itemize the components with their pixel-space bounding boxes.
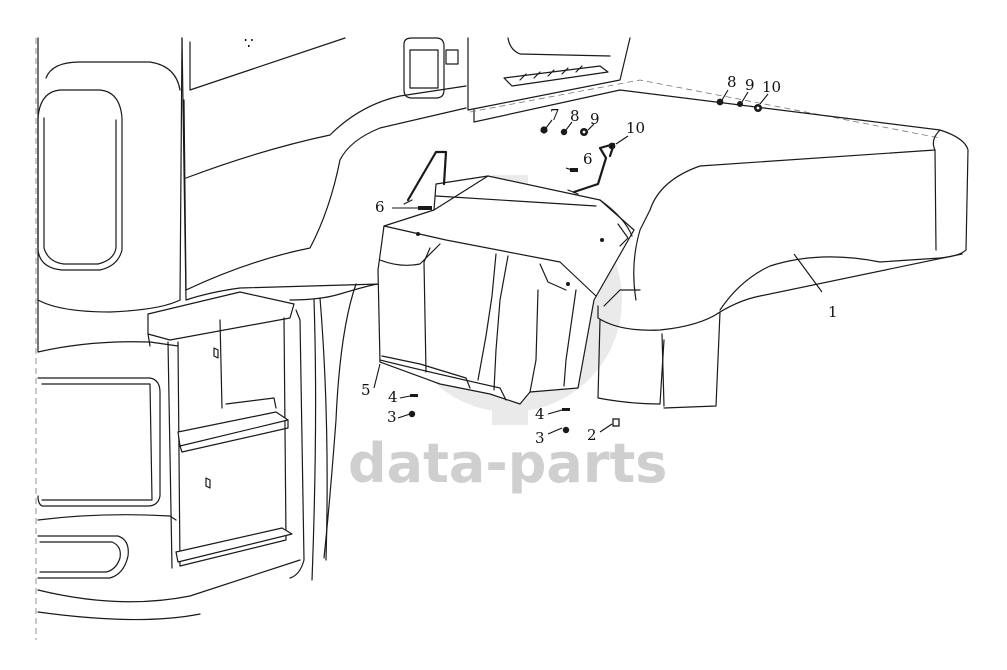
callout-3-left: 3 [387,408,397,426]
callout-labels: 1 2 3 3 4 4 5 6 6 7 8 9 10 8 9 10 [361,73,838,447]
callout-7: 7 [550,106,560,124]
callout-6-left: 6 [375,198,385,216]
callout-1: 1 [828,303,838,321]
callout-2: 2 [587,426,597,444]
callout-9-mid: 9 [590,110,600,128]
callout-10-mid: 10 [626,119,645,137]
fastener-set [408,98,762,434]
cab-front-structure: ∵ [35,34,631,640]
mounting-bracket-left [403,150,448,205]
callout-6-right: 6 [583,150,593,168]
callout-4-right: 4 [535,405,545,423]
svg-text:∵: ∵ [244,34,254,52]
watermark-text: data-parts [348,432,667,495]
leader-lines [373,89,823,435]
callout-9-top: 9 [745,76,755,94]
callout-8-top: 8 [727,73,737,91]
callout-3-right: 3 [535,429,545,447]
callout-10-top: 10 [762,78,781,96]
fender-part-1 [469,79,969,409]
callout-5: 5 [361,381,371,399]
splash-panel-part-5 [377,175,635,405]
callout-4-left: 4 [388,388,398,406]
callout-8-mid: 8 [570,107,580,125]
